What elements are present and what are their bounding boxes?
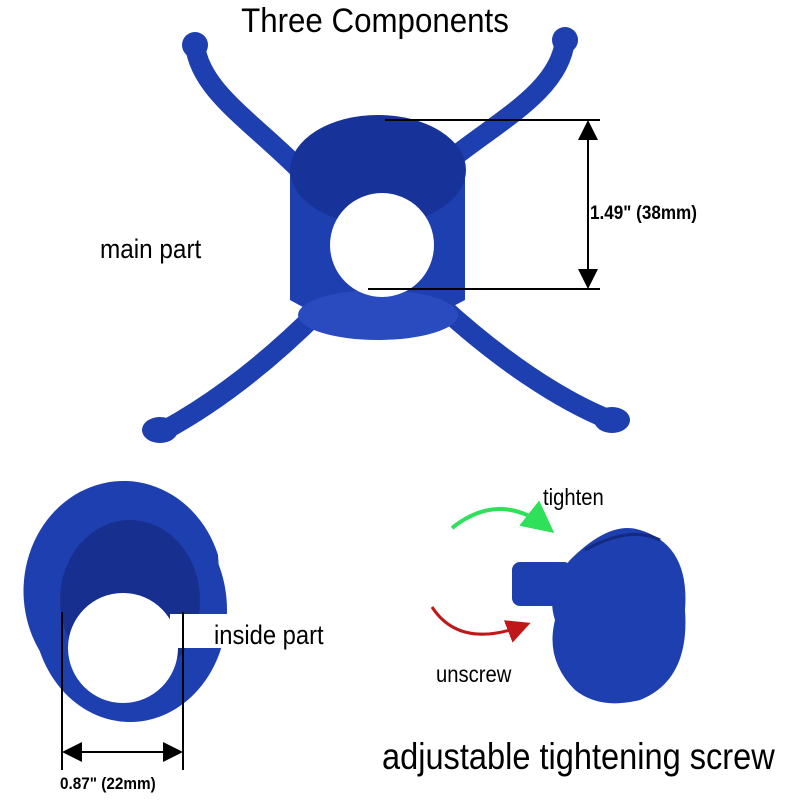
inside-dimension-label: 0.87" (22mm) <box>60 774 156 793</box>
tighten-label: tighten <box>543 484 604 510</box>
main-part-image <box>142 27 630 443</box>
screw-image <box>512 528 686 704</box>
unscrew-label: unscrew <box>436 661 512 687</box>
screw-label: adjustable tightening screw <box>382 736 775 777</box>
inside-part-image <box>23 480 230 722</box>
tighten-arrow <box>450 500 555 533</box>
unscrew-arrow <box>430 606 531 643</box>
page-title: Three Components <box>241 2 509 40</box>
inside-dimension-lines <box>61 612 184 770</box>
inside-part-label: inside part <box>214 620 324 650</box>
main-part-label: main part <box>100 234 202 264</box>
main-dimension-lines <box>368 119 600 290</box>
main-dimension-label: 1.49" (38mm) <box>590 203 697 224</box>
